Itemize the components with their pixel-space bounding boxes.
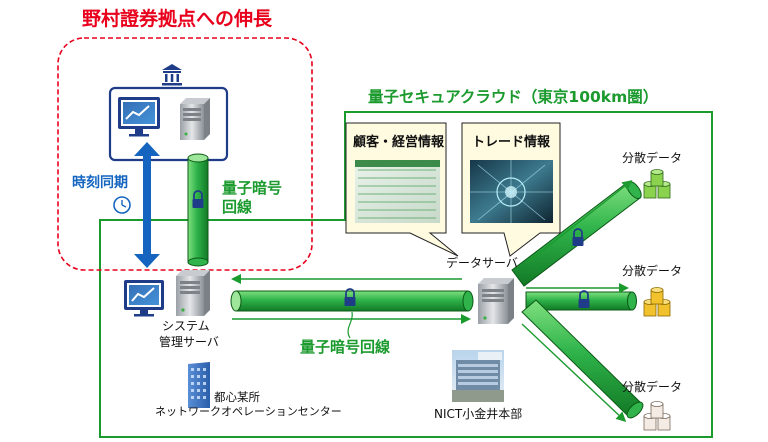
storage-3-arrow bbox=[521, 323, 627, 423]
lock-icon bbox=[572, 228, 584, 246]
storage-stack-icon bbox=[643, 401, 671, 431]
storage-label-1: 分散データ bbox=[622, 151, 683, 165]
main-link-label: 量子暗号回線 bbox=[300, 338, 391, 356]
callout-customer bbox=[345, 122, 459, 257]
callout-trade bbox=[461, 122, 561, 257]
branch-quantum-tube bbox=[187, 153, 209, 267]
tube-to-storage-3 bbox=[521, 299, 644, 419]
system-server-icon bbox=[176, 270, 210, 316]
nict-label: NICT小金井本部 bbox=[434, 407, 523, 421]
cloud-boundary bbox=[99, 111, 713, 438]
bank-icon bbox=[162, 64, 182, 86]
storage-1-arrow bbox=[527, 180, 633, 263]
monitor-icon bbox=[124, 280, 164, 317]
monitor-icon bbox=[118, 97, 160, 137]
lock-icon bbox=[344, 288, 356, 306]
time-sync-label: 時刻同期 bbox=[72, 175, 128, 191]
building-icon bbox=[188, 362, 210, 408]
noc-label-2: ネットワークオペレーションセンター bbox=[155, 405, 342, 418]
lock-icon bbox=[192, 190, 204, 208]
storage-stack-icon bbox=[643, 287, 671, 317]
data-server-icon bbox=[478, 278, 514, 324]
system-server-label-1: システム bbox=[162, 319, 210, 333]
storage-stack-icon bbox=[643, 169, 671, 199]
system-server-label-2: 管理サーバ bbox=[159, 335, 219, 349]
time-sync-arrow bbox=[134, 142, 160, 268]
storage-label-2: 分散データ bbox=[622, 264, 683, 278]
cloud-title: 量子セキュアクラウド（東京100km圏） bbox=[368, 88, 659, 106]
callout-customer-title: 顧客・経営情報 bbox=[353, 135, 445, 150]
nomura-title: 野村證券拠点への伸長 bbox=[82, 8, 273, 30]
clock-icon bbox=[113, 196, 131, 214]
branch-link-label-2: 回線 bbox=[222, 198, 253, 216]
branch-link-label-1: 量子暗号 bbox=[222, 179, 283, 197]
nict-building-photo bbox=[452, 350, 504, 402]
branch-server-icon bbox=[180, 98, 210, 140]
lock-icon bbox=[578, 290, 590, 308]
data-server-label: データサーバ bbox=[446, 256, 518, 270]
storage-label-3: 分散データ bbox=[622, 380, 683, 394]
main-link-leader bbox=[347, 311, 353, 339]
noc-label-1: 都心某所 bbox=[214, 390, 260, 404]
tube-to-storage-1 bbox=[511, 180, 642, 287]
callout-trade-title: トレード情報 bbox=[472, 135, 551, 150]
